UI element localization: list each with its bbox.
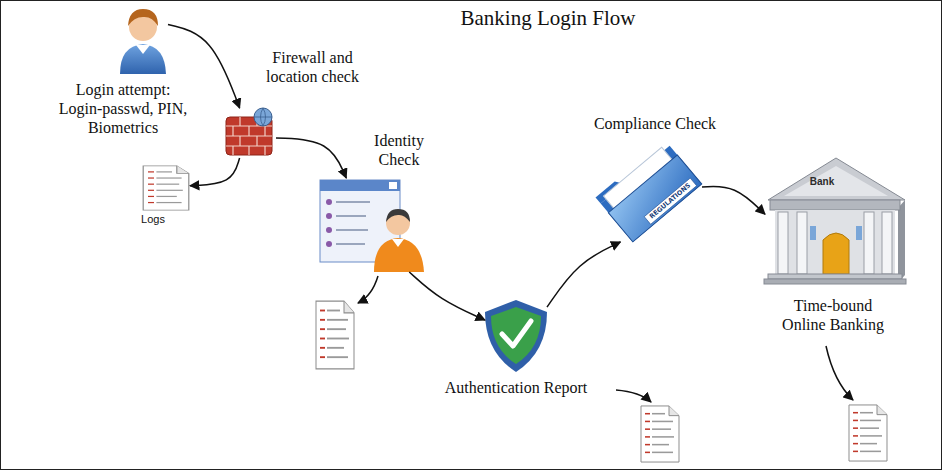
- building-sign: Bank: [810, 176, 834, 187]
- diagram-title: Banking Login Flow: [420, 6, 676, 31]
- node-caption: Identity Check: [363, 131, 435, 169]
- bank-building-icon: [764, 158, 906, 284]
- node-caption: Time-bound Online Banking: [773, 296, 893, 334]
- flow-arrow: [409, 272, 485, 320]
- node-caption: Firewall and location check: [260, 48, 365, 86]
- node-caption: Login attempt: Login-passwd, PIN, Biomet…: [53, 80, 193, 138]
- firewall-icon: [226, 108, 272, 155]
- log-arrow: [358, 276, 853, 402]
- flow-arrow: [276, 138, 346, 178]
- authentication-node: Authentication Report: [485, 300, 547, 372]
- user-node: Login attempt: Login-passwd, PIN, Biomet…: [118, 8, 168, 74]
- node-caption: Logs: [138, 213, 168, 226]
- folder-icon: [596, 140, 702, 242]
- firewall-node: Firewall and location check: [224, 108, 276, 158]
- node-caption: Authentication Report: [401, 378, 631, 397]
- flow-arrow: [190, 158, 240, 186]
- shield-icon: [485, 300, 547, 372]
- log-node: Logs: [142, 165, 190, 211]
- flow-arrow: [547, 242, 620, 307]
- identity-check-node: Identity Check: [320, 178, 425, 272]
- flow-arrow: [702, 186, 765, 214]
- flow-arrow: [168, 25, 240, 109]
- user-icon: [120, 9, 166, 74]
- node-caption: Compliance Check: [565, 114, 745, 133]
- identity-card-icon: [320, 180, 424, 272]
- bank-node: Time-bound Online Banking: [765, 158, 907, 283]
